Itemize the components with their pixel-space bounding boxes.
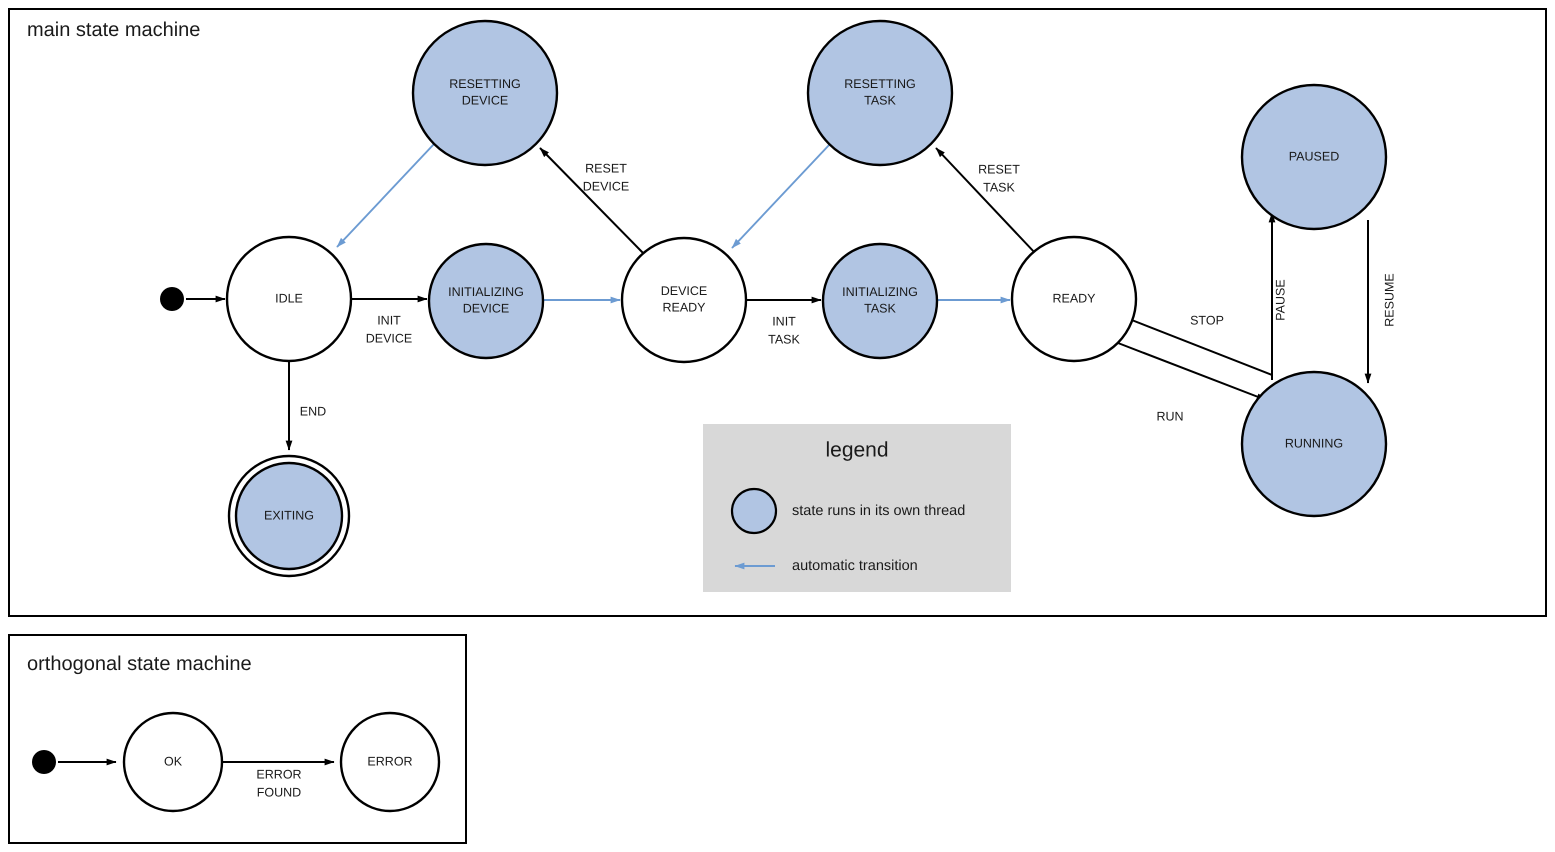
transition-label-paused-to-running: RESUME xyxy=(1382,273,1396,326)
transition-label-ready-to-running: RUN xyxy=(1156,409,1183,423)
state-node-running[interactable]: RUNNING xyxy=(1240,370,1388,518)
main-frame-title: main state machine xyxy=(27,19,200,41)
state-label-initializing-task: TASK xyxy=(864,302,896,316)
state-label-exiting: EXITING xyxy=(264,508,314,522)
state-label-resetting-device: DEVICE xyxy=(462,94,509,108)
state-circle-error[interactable] xyxy=(339,711,441,813)
orthogonal-transitions-layer: ERROR FOUND xyxy=(58,758,335,799)
state-node-initializing-device[interactable]: INITIALIZING DEVICE xyxy=(427,242,545,360)
state-node-initializing-task[interactable]: INITIALIZING TASK xyxy=(821,242,939,360)
transition-running-to-paused[interactable]: PAUSE xyxy=(1268,212,1287,380)
state-label-initializing-device: INITIALIZING xyxy=(448,285,524,299)
legend-thread-state-swatch xyxy=(730,487,778,535)
transition-arrow-ready-to-running xyxy=(1117,342,1267,401)
state-label-resetting-task: RESETTING xyxy=(844,77,916,91)
state-label-idle: IDLE xyxy=(275,291,303,305)
state-circle-running[interactable] xyxy=(1240,370,1388,518)
transition-label-ready-to-resetting-task: RESET xyxy=(978,162,1020,176)
orthogonal-frame-title: orthogonal state machine xyxy=(27,653,252,675)
state-node-ok[interactable]: OK xyxy=(122,711,224,813)
state-node-exiting[interactable]: EXITING xyxy=(227,454,351,578)
transition-resetting-device-to-idle[interactable] xyxy=(336,143,435,248)
state-circle-idle[interactable] xyxy=(225,235,353,363)
transition-ready-to-resetting-task[interactable]: RESET TASK xyxy=(935,147,1037,255)
state-circle-exiting[interactable] xyxy=(234,461,344,571)
state-label-device-ready: DEVICE xyxy=(661,284,708,298)
transition-label-device-ready-to-resetting-device: DEVICE xyxy=(583,179,630,193)
state-node-device-ready[interactable]: DEVICE READY xyxy=(620,236,748,364)
state-label-initializing-device: DEVICE xyxy=(463,302,510,316)
state-node-ready[interactable]: READY xyxy=(1010,235,1138,363)
state-circle-ready[interactable] xyxy=(1010,235,1138,363)
transition-ready-to-running[interactable]: RUN xyxy=(1117,342,1267,423)
state-node-resetting-task[interactable]: RESETTING TASK xyxy=(806,19,954,167)
state-node-idle[interactable]: IDLE xyxy=(225,235,353,363)
legend-auto-transition-label: automatic transition xyxy=(792,558,918,574)
transition-label-device-ready-to-initializing-task: TASK xyxy=(768,332,800,346)
transition-idle-to-initializing-device[interactable]: INIT DEVICE xyxy=(351,295,428,345)
transition-device-ready-to-resetting-device[interactable]: RESET DEVICE xyxy=(539,147,645,255)
legend: legend state runs in its own thread automa… xyxy=(703,424,1011,592)
state-label-resetting-task: TASK xyxy=(864,94,896,108)
state-circle-paused[interactable] xyxy=(1240,83,1388,231)
state-circle-device-ready[interactable] xyxy=(620,236,748,364)
state-label-initializing-task: INITIALIZING xyxy=(842,285,918,299)
transition-label-idle-to-initializing-device: DEVICE xyxy=(366,331,413,345)
state-node-paused[interactable]: PAUSED xyxy=(1240,83,1388,231)
transition-arrow-running-to-ready xyxy=(1123,316,1273,376)
orthogonal-states-layer: OK ERROR xyxy=(32,711,441,813)
state-label-device-ready: READY xyxy=(662,301,706,315)
transition-label-ready-to-resetting-task: TASK xyxy=(983,180,1015,194)
transition-idle-to-exiting[interactable]: END xyxy=(285,361,326,451)
transition-label-running-to-ready: STOP xyxy=(1190,313,1224,327)
transition-arrow-device-ready-to-resetting-device xyxy=(539,147,645,255)
state-label-ok: OK xyxy=(164,754,183,768)
state-label-ready: READY xyxy=(1052,291,1096,305)
state-circle-ok[interactable] xyxy=(122,711,224,813)
transition-label-idle-to-exiting: END xyxy=(300,404,326,418)
legend-thread-state-label: state runs in its own thread xyxy=(792,503,965,519)
transition-paused-to-running[interactable]: RESUME xyxy=(1364,220,1396,384)
transition-arrow-resetting-task-to-device-ready xyxy=(731,143,831,249)
start-node xyxy=(160,287,184,311)
start-node xyxy=(32,750,56,774)
transition-label-ok-to-error: ERROR xyxy=(256,767,301,781)
state-label-error: ERROR xyxy=(367,754,412,768)
state-circle-initializing-device[interactable] xyxy=(427,242,545,360)
state-label-running: RUNNING xyxy=(1285,436,1343,450)
state-circle-resetting-task[interactable] xyxy=(806,19,954,167)
transition-label-device-ready-to-resetting-device: RESET xyxy=(585,161,627,175)
transition-ok-to-error[interactable]: ERROR FOUND xyxy=(222,758,335,799)
state-node-resetting-device[interactable]: RESETTING DEVICE xyxy=(411,19,559,167)
main-transitions-layer: INIT DEVICE INIT TASK RESET DEVICE RESET TASK EN… xyxy=(186,143,1396,451)
transition-resetting-task-to-device-ready[interactable] xyxy=(731,143,831,249)
state-label-paused: PAUSED xyxy=(1289,149,1339,163)
transition-label-running-to-paused: PAUSE xyxy=(1273,279,1287,320)
state-circle-initializing-task[interactable] xyxy=(821,242,939,360)
transition-arrow-ready-to-resetting-task xyxy=(935,147,1037,255)
legend-title: legend xyxy=(825,439,888,462)
transition-arrow-resetting-device-to-idle xyxy=(336,143,435,248)
transition-label-ok-to-error: FOUND xyxy=(257,785,301,799)
main-states-layer: IDLERESETTINGDEVICEINITIALIZINGDEVICEDEV… xyxy=(160,19,1388,578)
state-circle-resetting-device[interactable] xyxy=(411,19,559,167)
transition-label-idle-to-initializing-device: INIT xyxy=(377,313,401,327)
state-node-error[interactable]: ERROR xyxy=(339,711,441,813)
transition-label-device-ready-to-initializing-task: INIT xyxy=(772,314,796,328)
state-label-resetting-device: RESETTING xyxy=(449,77,521,91)
transition-device-ready-to-initializing-task[interactable]: INIT TASK xyxy=(746,296,822,346)
transition-running-to-ready[interactable]: STOP xyxy=(1123,313,1273,376)
